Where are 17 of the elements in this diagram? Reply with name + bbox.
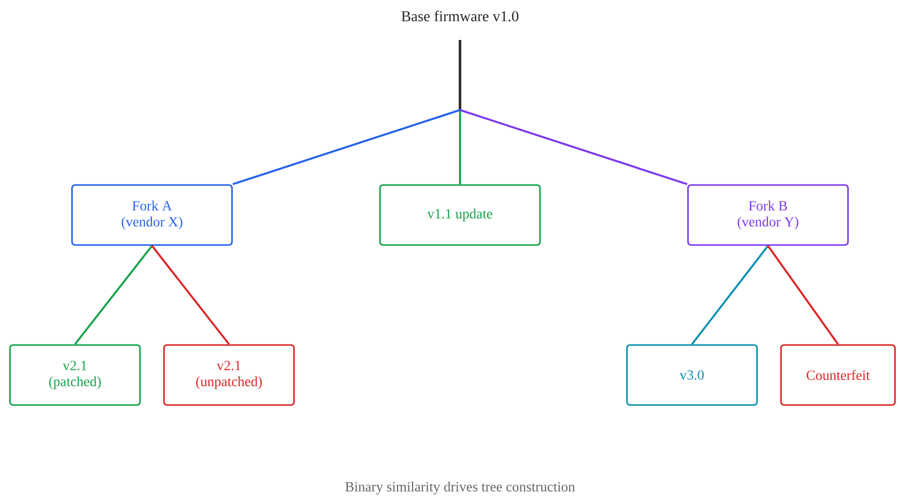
version-box: Fork B (vendor Y) (687, 184, 849, 246)
branch-line (459, 110, 461, 184)
root-label: Base firmware v1.0 (402, 10, 518, 22)
trunk-line (458, 40, 462, 110)
version-box: Fork A (vendor X) (71, 184, 233, 246)
branch-line (691, 245, 769, 345)
branch-line (151, 245, 230, 345)
version-box: v2.1 (patched) (9, 344, 141, 406)
branch-line (767, 245, 839, 345)
caption: Binary similarity drives tree construction (345, 482, 575, 494)
version-box: v2.1 (unpatched) (163, 344, 295, 406)
branch-line (460, 109, 688, 186)
version-box: Counterfeit (780, 344, 896, 406)
version-box: v1.1 update (379, 184, 541, 246)
branch-line (74, 245, 153, 345)
branch-line (232, 109, 460, 186)
version-box: v3.0 (626, 344, 758, 406)
